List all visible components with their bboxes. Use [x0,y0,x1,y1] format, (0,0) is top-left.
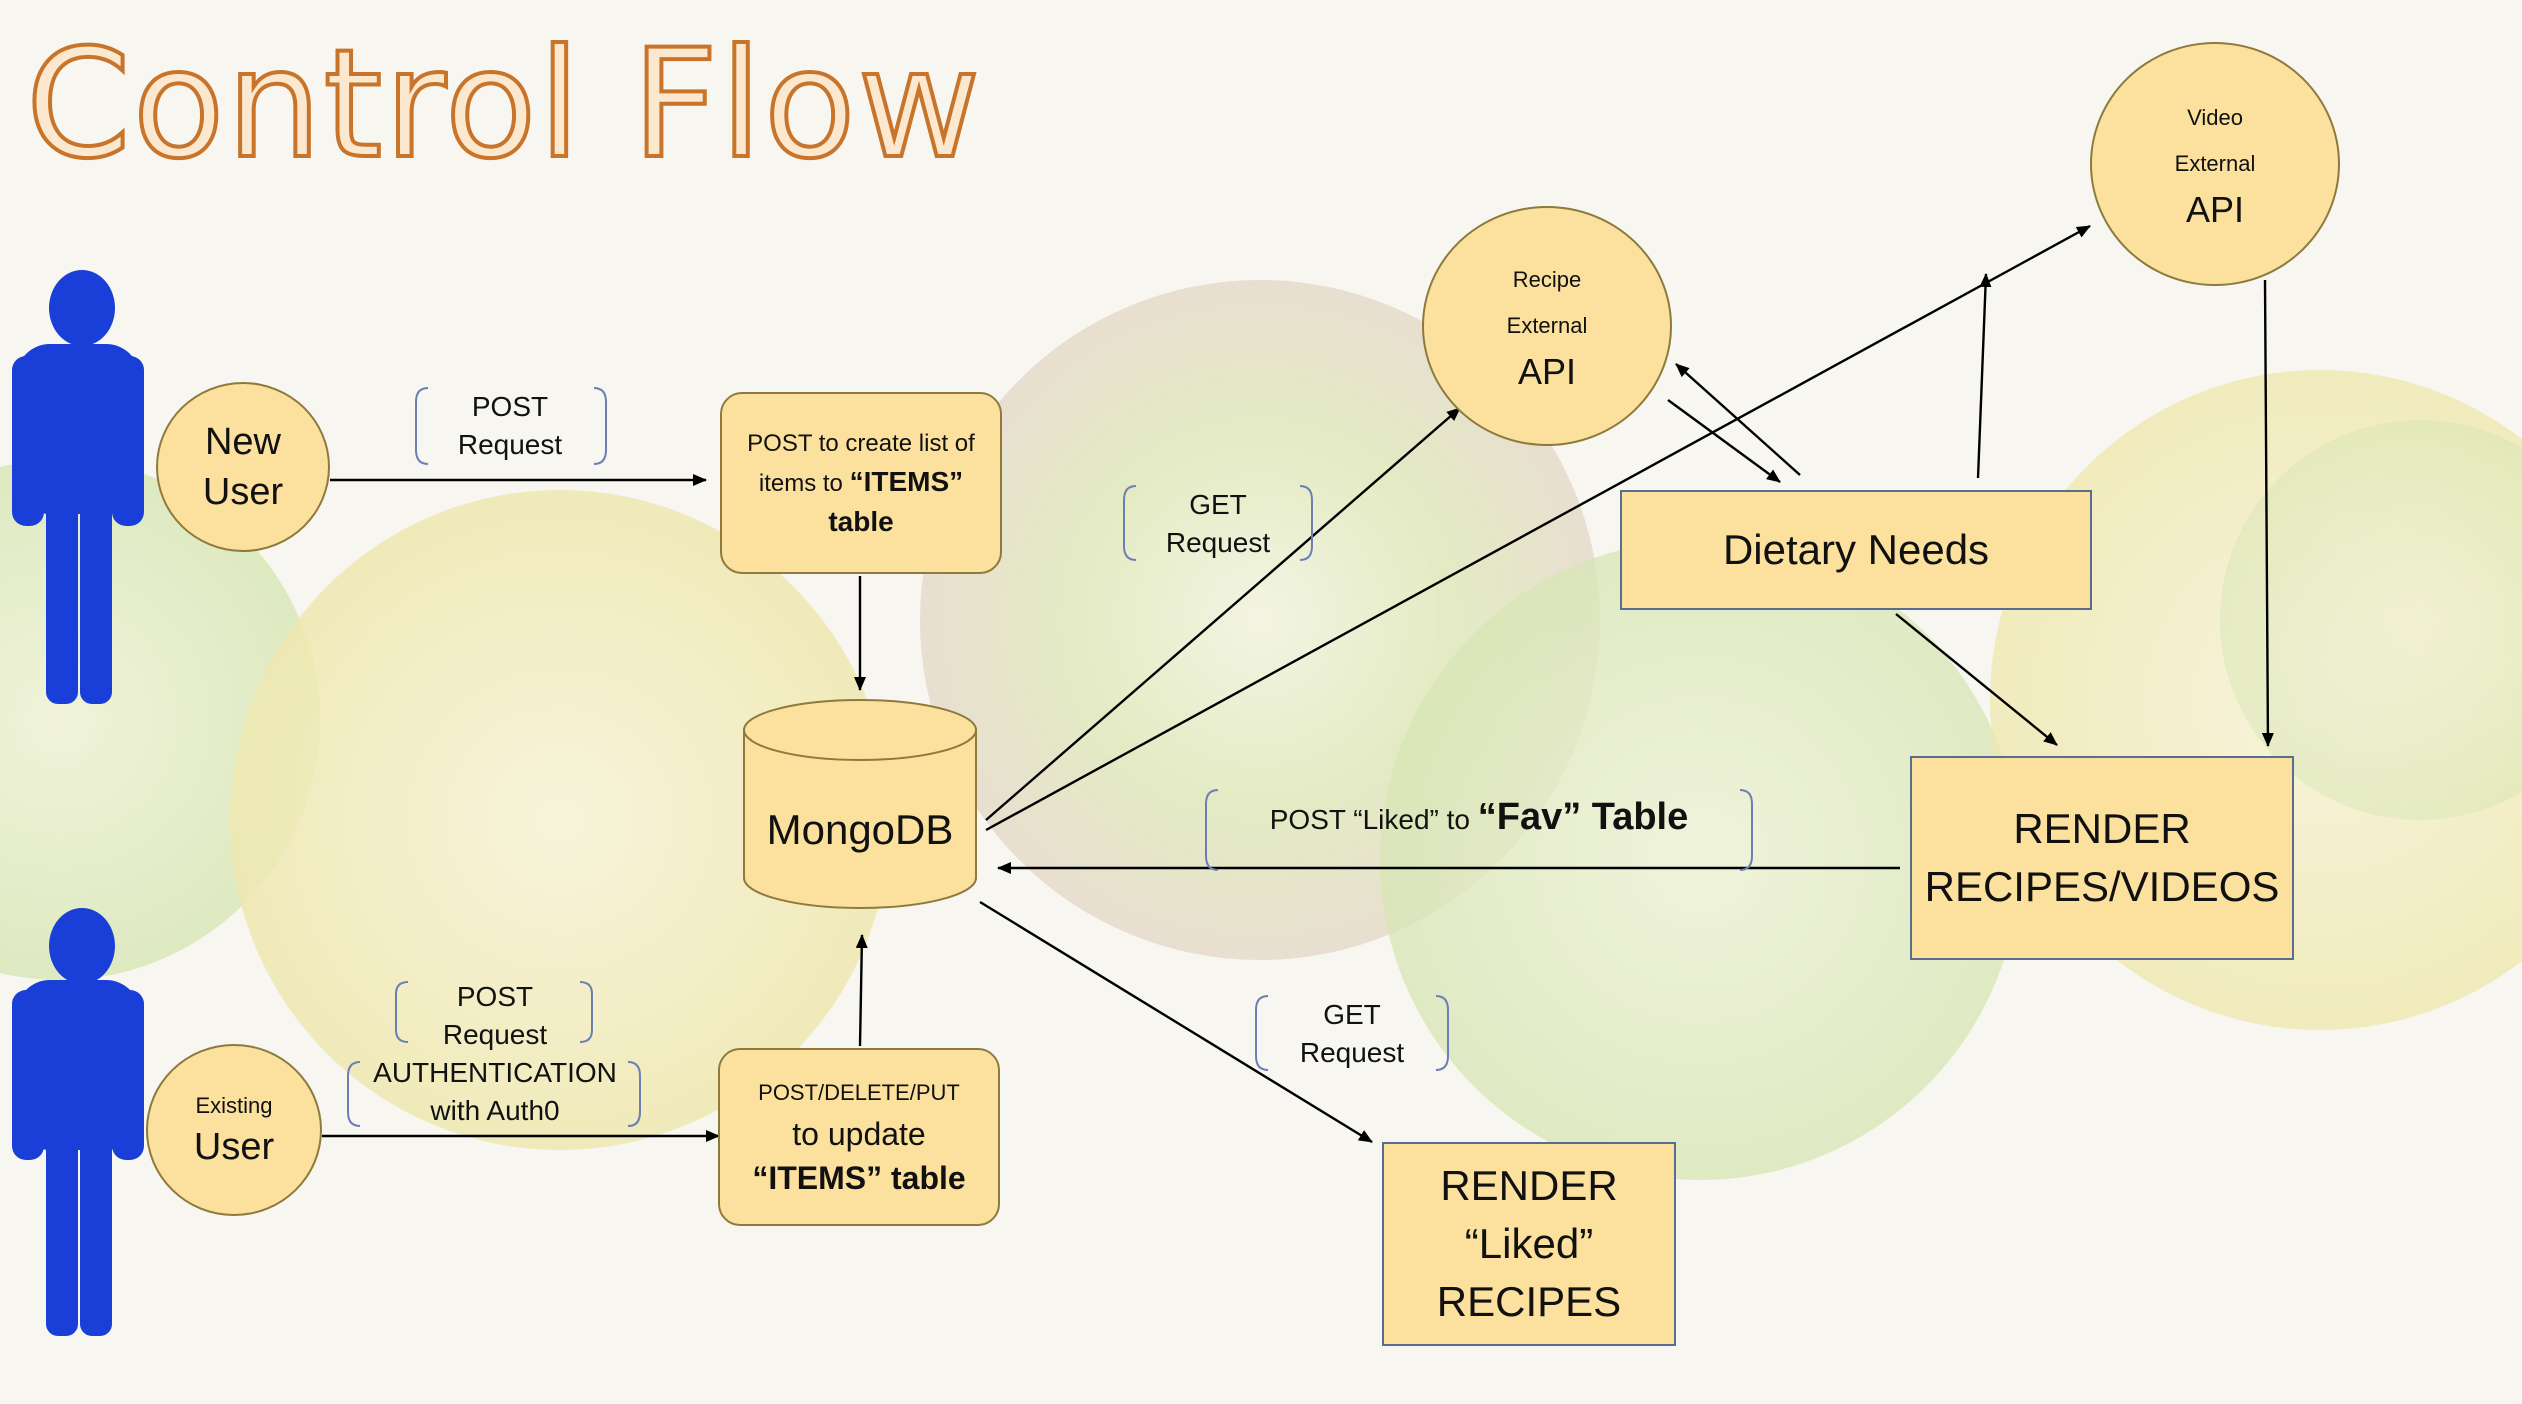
post-create-line3: table [828,506,894,537]
existing-user-line1: Existing [195,1093,273,1118]
post-liked-fav-table: “Fav” Table [1477,796,1689,838]
post-update-line1: POST/DELETE/PUT [758,1080,960,1105]
bracket-get-top-right [1299,485,1313,561]
post-request-new-label: POST Request [420,386,600,466]
post-liked-prefix: POST “Liked” to [1269,804,1478,835]
recipe-api-node: Recipe External API [1422,206,1672,446]
post-create-node: POST to create list of items to “ITEMS” … [720,392,1002,574]
render-recipes-videos-node: RENDER RECIPES/VIDEOS [1910,756,2294,960]
video-api-node: Video External API [2090,42,2340,286]
bracket-post-new-left [415,387,429,465]
post-create-line2: items to “ITEMS” [758,466,964,497]
dietary-needs-node: Dietary Needs [1620,490,2092,610]
edge-dietary-renderrv [1895,613,2058,746]
video-api-line1: Video [2187,105,2243,130]
recipe-api-line1: Recipe [1512,267,1582,292]
new-user-person-icon [12,270,144,704]
post-request-new-line1: POST [471,391,549,422]
edge-mongodb-renderliked [979,900,1373,1144]
recipe-api-line2: External [1506,313,1588,338]
get-request-top-label: GET Request [1130,484,1306,564]
existing-user-line2: User [193,1126,275,1168]
post-update-line3: “ITEMS” table [752,1160,966,1196]
existing-user-node: Existing User [146,1044,322,1216]
bracket-fav-left [1205,789,1219,871]
post-request-new-line2: Request [457,429,563,460]
bracket-post-auth-top-left [395,981,409,1043]
bracket-get-bottom-left [1255,995,1269,1071]
post-update-node: POST/DELETE/PUT to update “ITEMS” table [718,1048,1000,1226]
edge-postupdate-mongodb [855,934,868,1047]
post-request-auth-line2: Request [442,1019,548,1050]
mongodb-cylinder [743,699,977,909]
edge-videoapi-renderrv [2261,279,2274,747]
post-create-items-bold: “ITEMS” [849,466,964,497]
get-request-top-line2: Request [1165,527,1271,558]
get-request-bottom-label: GET Request [1262,994,1442,1074]
dietary-needs-label: Dietary Needs [1722,526,1990,573]
render-liked-recipes-node: RENDER “Liked” RECIPES [1382,1142,1676,1346]
render-liked-line2: “Liked” [1464,1220,1594,1267]
new-user-node: New User [156,382,330,552]
post-request-auth-line3: AUTHENTICATION [373,1057,617,1088]
edge-dietary-videoapi [1976,273,1992,479]
edge-mongodb-videoapi [985,224,2091,832]
bracket-fav-right [1739,789,1753,871]
edge-mongodb-recipeapi [985,407,1461,821]
bracket-post-new-right [593,387,607,465]
person-figures [12,270,144,1336]
bracket-post-auth-bottom-left [347,1061,361,1127]
post-update-line2: to update [792,1116,926,1152]
video-api-line3: API [2185,189,2245,230]
render-liked-line1: RENDER [1440,1162,1618,1209]
page-title: Control Flow [24,18,983,192]
bracket-post-auth-bottom-right [627,1061,641,1127]
post-create-line1: POST to create list of [747,430,975,457]
post-request-auth-line4: with Auth0 [430,1095,560,1126]
edge-recipeapi-dietary [1667,399,1781,483]
get-request-top-line1: GET [1189,489,1247,520]
bracket-post-auth-top-right [579,981,593,1043]
mongodb-label: MongoDB [766,806,954,853]
get-request-bottom-line1: GET [1323,999,1381,1030]
bracket-get-bottom-right [1435,995,1449,1071]
render-rv-line2: RECIPES/VIDEOS [1924,863,2280,910]
new-user-line1: New [204,421,282,463]
existing-user-person-icon [12,908,144,1336]
new-user-line2: User [202,471,284,513]
get-request-bottom-line2: Request [1299,1037,1405,1068]
post-request-auth-line1: POST [456,981,534,1012]
render-liked-line3: RECIPES [1436,1278,1622,1325]
render-rv-line1: RENDER [2013,805,2191,852]
bracket-get-top-left [1123,485,1137,561]
video-api-line2: External [2174,151,2256,176]
edge-dietary-recipeapi [1675,363,1801,476]
post-liked-label: POST “Liked” to “Fav” Table [1214,796,1744,860]
recipe-api-line3: API [1517,351,1577,392]
post-request-auth-label: POST Request AUTHENTICATION with Auth0 [340,978,650,1130]
